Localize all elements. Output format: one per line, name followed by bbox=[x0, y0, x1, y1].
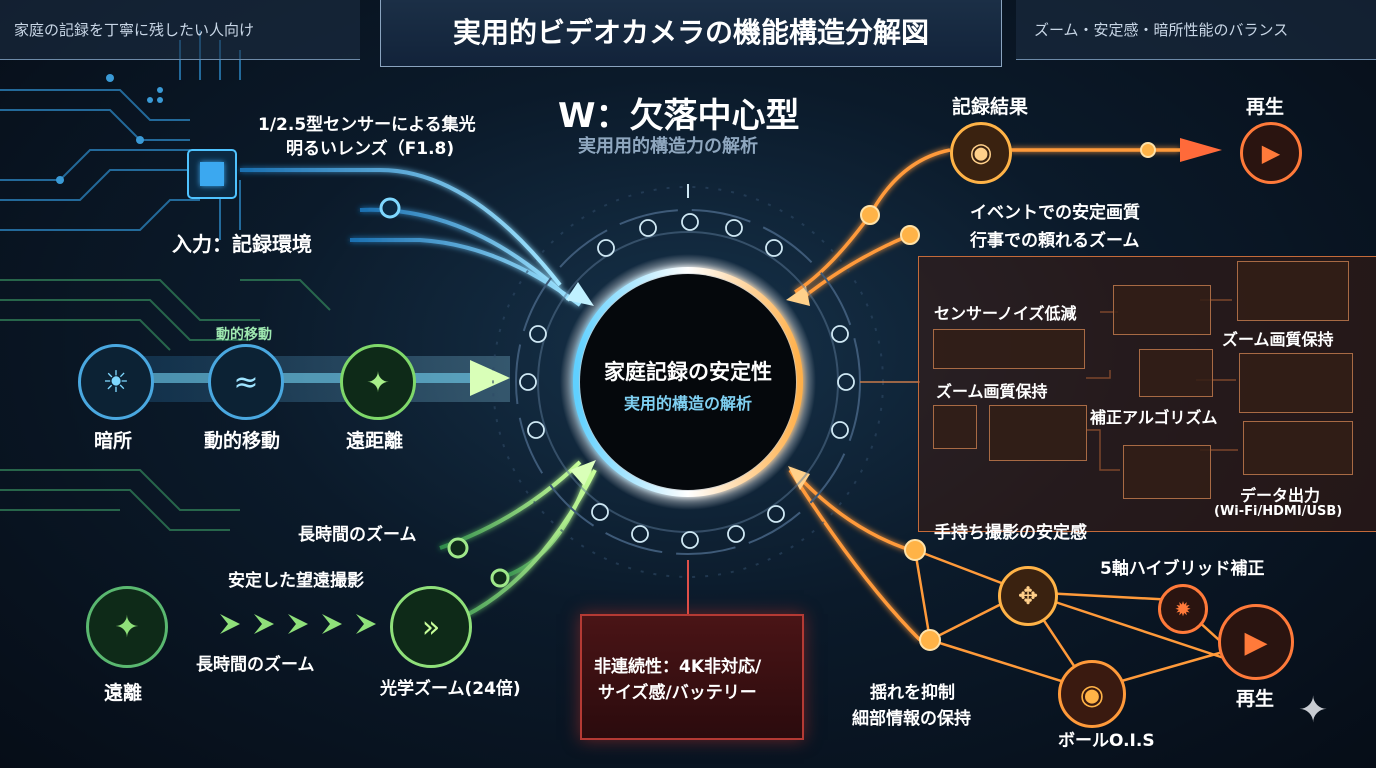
analysis-panel bbox=[918, 256, 1376, 532]
header-left-banner: 家庭の記録を丁寧に残したい人向け bbox=[0, 0, 360, 60]
ball-ois-label: ボールO.I.S bbox=[1058, 731, 1155, 751]
arrowhead-orange-bottom bbox=[788, 466, 810, 490]
stabilizer-node: ✥ bbox=[998, 566, 1058, 626]
correction-algo-label: 補正アルゴリズム bbox=[1090, 408, 1218, 427]
long-zoom-label: 長時間のズーム bbox=[298, 525, 417, 545]
optical-zoom-label: 光学ズーム(24倍) bbox=[380, 679, 521, 699]
gear-window bbox=[933, 405, 977, 449]
node-motion-label: 動的移動 bbox=[204, 430, 281, 452]
dark-node: ☀ bbox=[78, 344, 154, 420]
arrowhead-green bbox=[570, 460, 596, 486]
arrowhead-play-top bbox=[1180, 138, 1222, 162]
network-nodes bbox=[860, 142, 1182, 651]
input-label: 入力：記録環境 bbox=[172, 232, 312, 256]
subtitle-main: W：欠落中心型 bbox=[558, 96, 800, 136]
node-dots bbox=[379, 197, 510, 588]
subtitle-sub: 実用用的構造力の解析 bbox=[578, 136, 758, 157]
optical-zoom-node: » bbox=[390, 586, 472, 668]
center-ring bbox=[560, 254, 816, 510]
center-sub: 実用的構造の解析 bbox=[623, 394, 752, 413]
hybrid5-label: 5軸ハイブリッド補正 bbox=[1100, 559, 1265, 579]
sensor-label-line1: 1/2.5型センサーによる集光 bbox=[258, 115, 476, 135]
header-right-banner: ズーム・安定感・暗所性能のバランス bbox=[1016, 0, 1376, 60]
bar-window-1 bbox=[1123, 445, 1211, 499]
page-title: 実用的ビデオカメラの機能構造分解図 bbox=[380, 0, 1002, 67]
node-dark-label: 暗所 bbox=[94, 430, 133, 452]
sensor-label-line2: 明るいレンズ（F1.8) bbox=[286, 139, 455, 159]
far-node: ✦ bbox=[340, 344, 416, 420]
disc-icon: ◉ bbox=[969, 138, 993, 168]
arrowhead-blue bbox=[566, 282, 594, 306]
chart-window-5 bbox=[989, 405, 1087, 461]
telescope-icon: ✦ bbox=[366, 365, 390, 399]
sparkle-icon: ✦ bbox=[1298, 690, 1329, 731]
chart-window-1 bbox=[1113, 285, 1211, 335]
bearing-icon: ◉ bbox=[1079, 677, 1105, 711]
dynamic-motion-small-label: 動的移動 bbox=[216, 327, 272, 343]
motion-node: ≈ bbox=[208, 344, 284, 420]
circuit-traces-green bbox=[0, 279, 331, 531]
bar-window-2 bbox=[1243, 421, 1353, 475]
far2-node: ✦ bbox=[86, 586, 168, 668]
chip-icon bbox=[187, 149, 237, 199]
aperture-icon: ✹ bbox=[1174, 597, 1192, 621]
play-top-label: 再生 bbox=[1246, 96, 1285, 118]
weakness-box: 非連続性：4K非対応/ サイズ感/バッテリー bbox=[580, 614, 804, 740]
data-out-sub-label: (Wi-Fi/HDMI/USB) bbox=[1214, 504, 1343, 519]
stable-tele-label: 安定した望遠撮影 bbox=[228, 571, 364, 591]
disc-node: ◉ bbox=[950, 122, 1012, 184]
zoom-quality-2-label: ズーム画質保持 bbox=[936, 382, 1048, 401]
wind-waves-icon: ≈ bbox=[233, 364, 259, 400]
shake-label-line2: 細部情報の保持 bbox=[852, 709, 971, 729]
ring-icons bbox=[519, 213, 855, 549]
handheld-label: 手持ち撮影の安定感 bbox=[934, 523, 1087, 543]
play-bottom-label: 再生 bbox=[1236, 688, 1275, 710]
center-title: 家庭記録の安定性 bbox=[604, 360, 772, 384]
play-top-button: ▶ bbox=[1240, 122, 1302, 184]
long-zoom2-label: 長時間のズーム bbox=[196, 655, 315, 675]
hybrid-node: ✹ bbox=[1158, 584, 1208, 634]
weakness-line1: 非連続性：4K非対応/ bbox=[594, 657, 762, 677]
fast-forward-icon: » bbox=[421, 609, 441, 645]
circuit-traces-blue bbox=[0, 30, 241, 240]
event-zoom-label: 行事での頼れるズーム bbox=[970, 231, 1140, 251]
zoom-quality-1-label: ズーム画質保持 bbox=[1222, 330, 1334, 349]
record-result-label: 記録結果 bbox=[952, 96, 1029, 118]
lightbulb-icon: ☀ bbox=[102, 364, 130, 400]
move-arrows-icon: ✥ bbox=[1017, 582, 1039, 610]
play-icon: ▶ bbox=[1261, 139, 1281, 167]
chart-window-3 bbox=[1139, 349, 1213, 397]
play-icon-2: ▶ bbox=[1244, 624, 1268, 660]
chart-window-2 bbox=[1237, 261, 1349, 321]
chart-window-4 bbox=[1239, 353, 1353, 413]
ball-ois-node: ◉ bbox=[1058, 660, 1126, 728]
waveform-window bbox=[933, 329, 1085, 369]
node-far2-label: 遠離 bbox=[104, 682, 143, 704]
event-quality-label: イベントでの安定画質 bbox=[970, 203, 1140, 223]
telescope-icon-2: ✦ bbox=[114, 609, 140, 645]
noise-reduce-label: センサーノイズ低減 bbox=[934, 304, 1077, 323]
play-bottom-button: ▶ bbox=[1218, 604, 1294, 680]
arrowhead-orange-top bbox=[786, 286, 810, 306]
shake-label-line1: 揺れを抑制 bbox=[870, 683, 955, 703]
data-out-label: データ出力 bbox=[1240, 486, 1321, 505]
chevrons-green bbox=[220, 614, 376, 634]
node-far-label: 遠距離 bbox=[346, 430, 404, 452]
header-right-text: ズーム・安定感・暗所性能のバランス bbox=[1034, 21, 1289, 39]
header-left-text: 家庭の記録を丁寧に残したい人向け bbox=[14, 21, 255, 39]
weakness-line2: サイズ感/バッテリー bbox=[598, 683, 757, 703]
